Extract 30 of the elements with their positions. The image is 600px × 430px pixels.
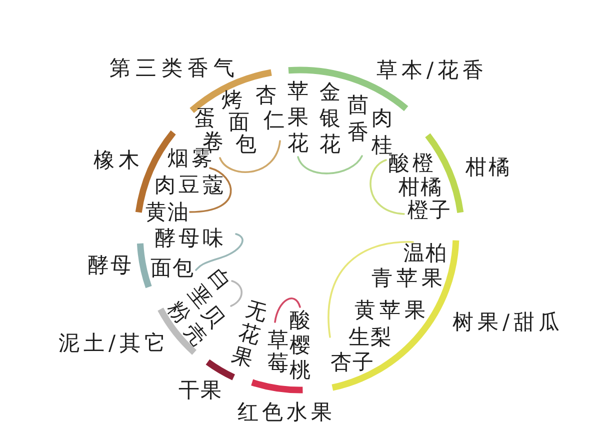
aroma-label: 酵母味: [154, 228, 226, 248]
aroma-label: 杏仁: [256, 84, 284, 130]
aroma-label: 生梨: [348, 326, 392, 348]
aroma-label: 黄油: [146, 202, 190, 222]
aroma-label: 无花果: [232, 300, 268, 370]
category-label: 第三类香气: [110, 58, 240, 78]
aroma-label: 肉桂: [372, 108, 392, 156]
category-label: 树果/甜瓜: [452, 312, 564, 332]
aroma-label: 金银花: [320, 82, 340, 154]
category-label: 草本/花香: [376, 60, 488, 80]
aroma-label: 茴香: [348, 94, 368, 142]
aroma-label: 肉豆蔻: [154, 174, 226, 196]
aroma-label: 杏子: [330, 352, 374, 372]
aroma-label: 柑橘: [398, 176, 442, 198]
aroma-label: 酸橙: [388, 152, 436, 174]
aroma-label: 面包: [150, 258, 194, 278]
category-label: 橡木: [94, 150, 144, 170]
category-label: 柑橘: [466, 156, 512, 178]
aroma-label: 橙子: [408, 200, 452, 220]
category-label: 酵母: [88, 254, 134, 276]
aroma-label: 草莓: [268, 330, 288, 374]
aroma-label: 温柏: [404, 242, 448, 264]
aroma-label: 烤面包: [222, 90, 256, 154]
category-label: 泥土/其它: [58, 332, 170, 354]
aroma-label: 青苹果: [372, 268, 446, 288]
aroma-label: 黄苹果: [354, 300, 430, 320]
category-label: 红色水果: [238, 402, 336, 422]
aroma-label: 苹果花: [288, 80, 308, 154]
category-label: 干果: [178, 380, 222, 400]
aroma-label: 酸樱桃: [290, 310, 310, 380]
